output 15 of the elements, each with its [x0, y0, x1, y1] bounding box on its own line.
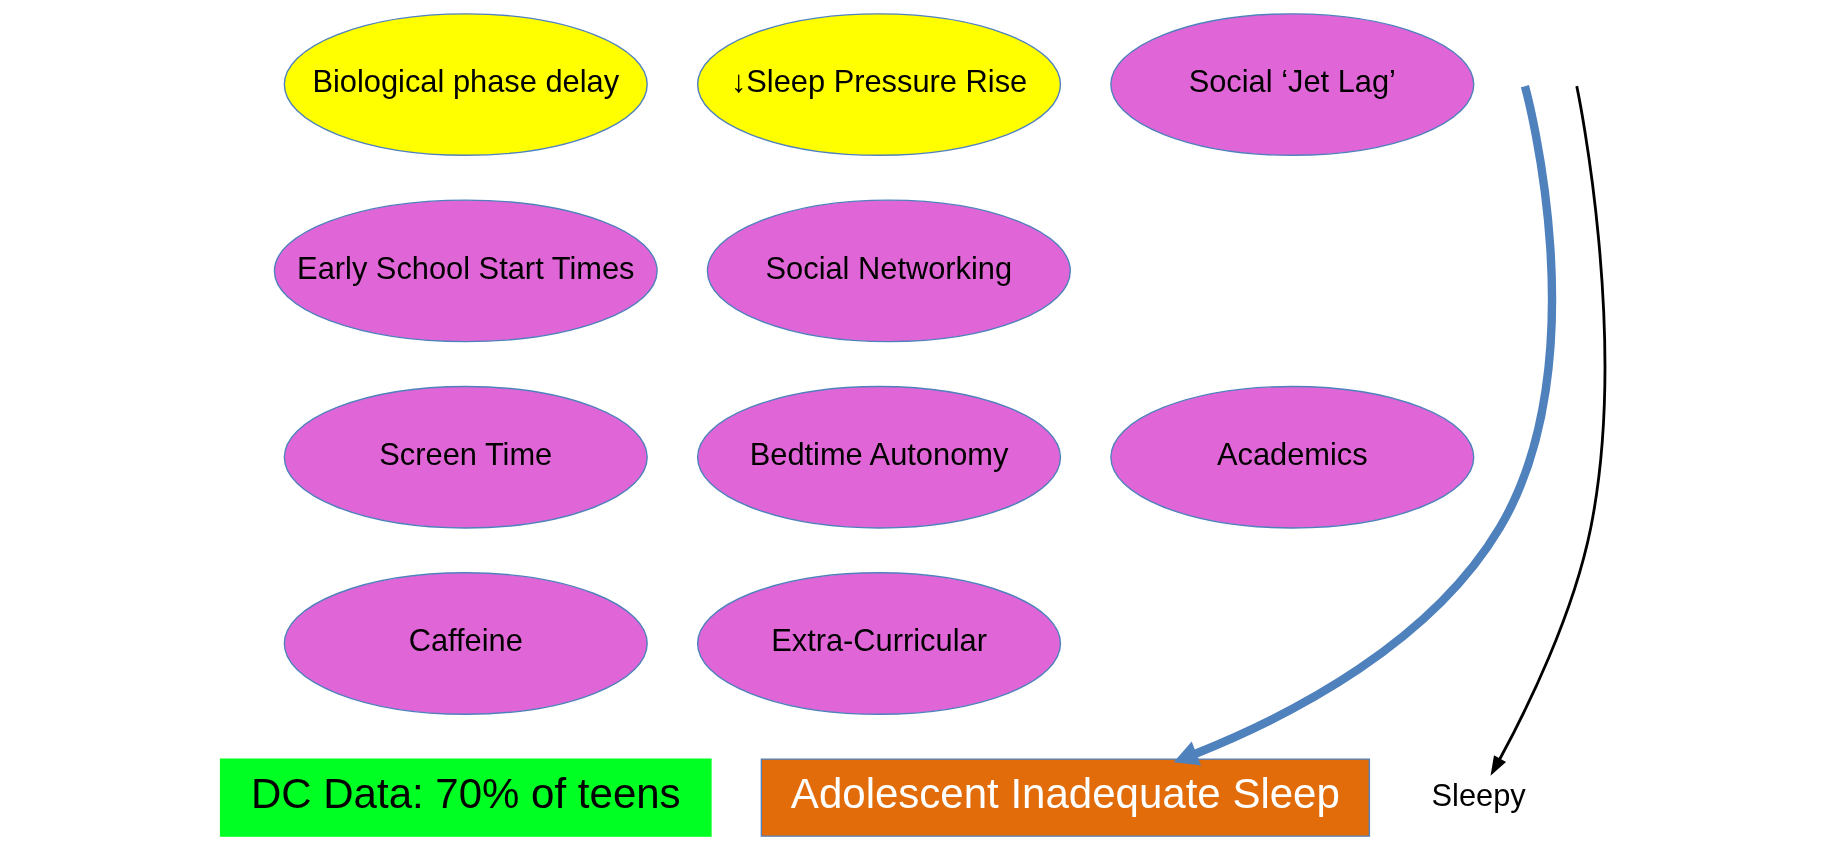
node-ellipse: Biological phase delay — [283, 13, 648, 156]
node-ellipse: ↓Sleep Pressure Rise — [696, 13, 1061, 156]
node-ellipse: Extra-Curricular — [696, 572, 1061, 715]
arrow — [1490, 85, 1606, 776]
node-ellipse: Social Networking — [706, 199, 1071, 343]
node-ellipse: Caffeine — [283, 572, 648, 715]
node-ellipse: Academics — [1109, 385, 1474, 529]
node-ellipse: Bedtime Autonomy — [696, 385, 1061, 529]
node-ellipse: Screen Time — [283, 385, 648, 529]
node-box: Adolescent Inadequate Sleep — [760, 758, 1370, 837]
node-text: Sleepy — [1431, 777, 1526, 813]
arrow — [1173, 85, 1556, 766]
node-box: DC Data: 70% of teens — [219, 758, 712, 837]
node-ellipse: Social ‘Jet Lag’ — [1109, 13, 1474, 156]
node-ellipse: Early School Start Times — [273, 199, 658, 343]
